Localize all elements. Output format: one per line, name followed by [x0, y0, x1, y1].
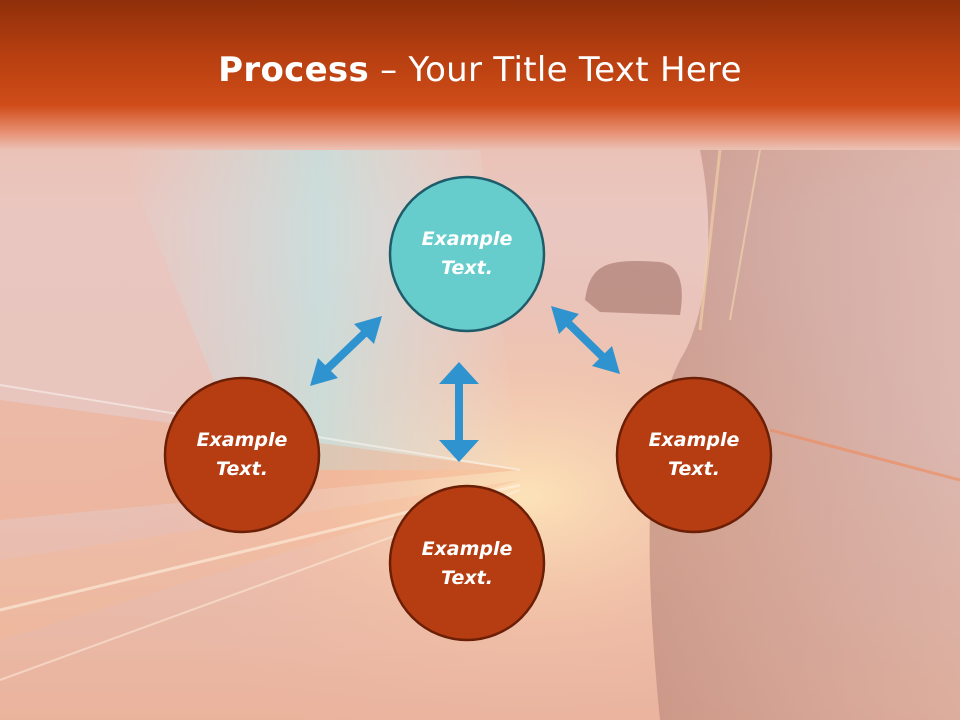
node-left-label: Example Text. [164, 426, 320, 484]
circle-right [615, 376, 773, 534]
title-bar [0, 0, 960, 150]
node-bottom-line2: Text. [441, 567, 493, 589]
node-right-line2: Text. [668, 458, 720, 480]
node-left-line1: Example [196, 429, 288, 451]
node-top-line2: Text. [441, 257, 493, 279]
circle-bottom [388, 484, 546, 642]
node-top-line1: Example [421, 228, 513, 250]
arrow-vertical [439, 362, 479, 462]
arrow-top-right [551, 306, 620, 374]
circle-top [388, 175, 546, 333]
node-bottom-label: Example Text. [389, 535, 545, 593]
slide-title: Process – Your Title Text Here [0, 50, 960, 90]
title-bold: Process [218, 50, 370, 90]
node-left-line2: Text. [216, 458, 268, 480]
node-top-label: Example Text. [389, 225, 545, 283]
circle-left [163, 376, 321, 534]
arrow-top-left [310, 316, 382, 386]
node-right-label: Example Text. [616, 426, 772, 484]
title-rest: – Your Title Text Here [369, 50, 742, 90]
node-right-line1: Example [648, 429, 740, 451]
node-bottom-line1: Example [421, 538, 513, 560]
